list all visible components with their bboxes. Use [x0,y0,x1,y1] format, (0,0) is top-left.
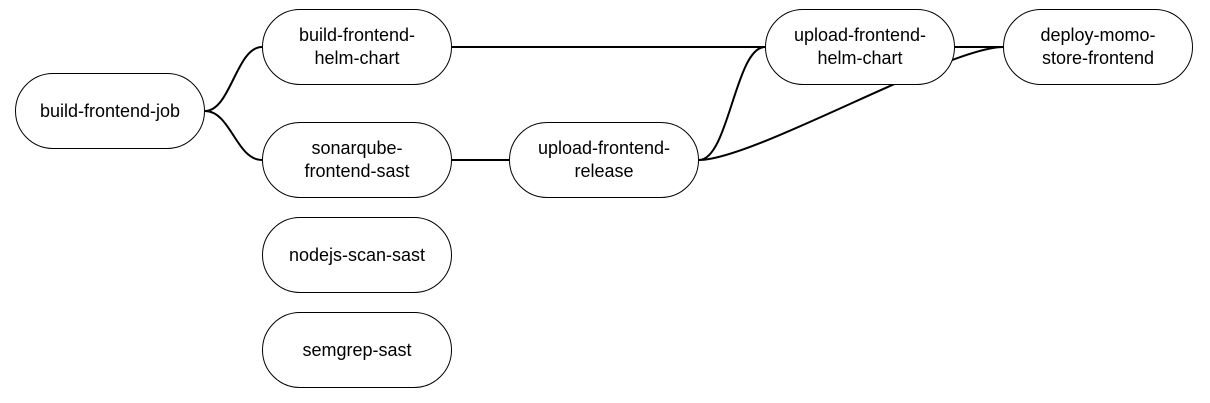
job-label: build-frontend-job [39,100,181,121]
job-sonarqube-frontend-sast[interactable]: sonarqube- frontend-sast [262,122,452,198]
job-label: semgrep-sast [302,339,412,360]
job-semgrep-sast[interactable]: semgrep-sast [262,312,452,388]
job-build-frontend-job[interactable]: build-frontend-job [15,73,205,149]
job-label: build-frontend- helm-chart [298,25,416,68]
job-deploy-momo-store-frontend[interactable]: deploy-momo- store-frontend [1003,9,1193,85]
job-build-frontend-helm-chart[interactable]: build-frontend- helm-chart [262,9,452,85]
edge-build-frontend-job-to-build-frontend-helm-chart [204,46,263,112]
job-label: upload-frontend- release [537,138,671,181]
edge-upload-frontend-release-to-upload-frontend-helm-chart [698,46,766,161]
job-label: deploy-momo- store-frontend [1040,25,1156,68]
edge-upload-frontend-release-to-deploy-momo-store-frontend [698,46,1004,161]
job-nodejs-scan-sast[interactable]: nodejs-scan-sast [262,217,452,293]
job-upload-frontend-helm-chart[interactable]: upload-frontend- helm-chart [765,9,955,85]
job-label: upload-frontend- helm-chart [793,25,927,68]
job-label: sonarqube- frontend-sast [304,138,410,181]
job-label: nodejs-scan-sast [288,244,426,265]
job-upload-frontend-release[interactable]: upload-frontend- release [509,122,699,198]
edge-build-frontend-job-to-sonarqube-frontend-sast [204,110,263,161]
